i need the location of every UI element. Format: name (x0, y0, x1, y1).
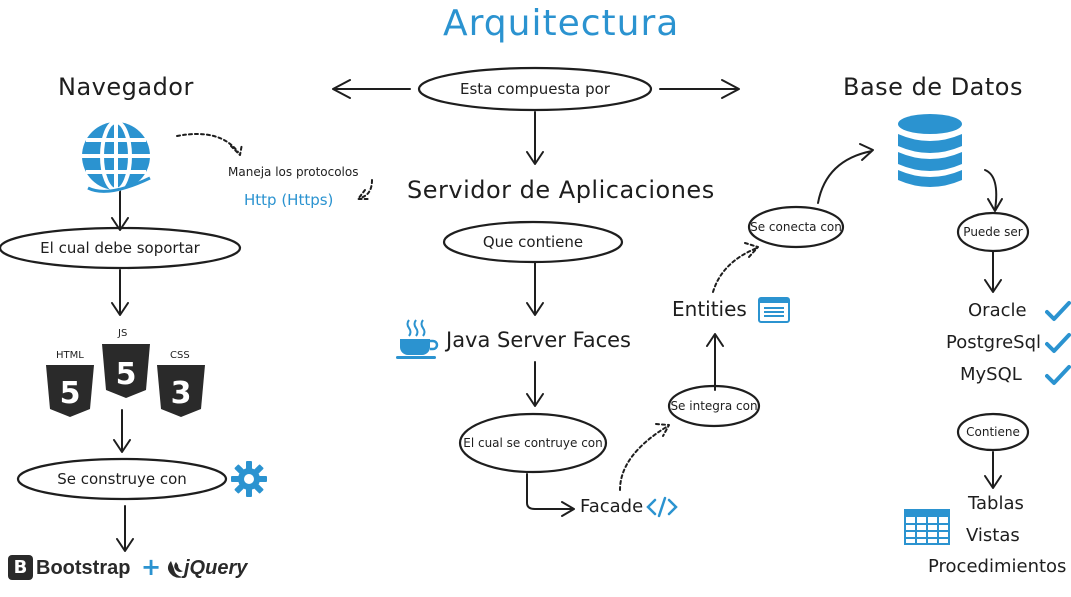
composed-label: Esta compuesta por (460, 80, 610, 98)
arrow-construye-to-libs (116, 505, 134, 552)
server-heading: Servidor de Aplicaciones (407, 176, 715, 204)
jsf-label: Java Server Faces (446, 328, 632, 352)
protocols-label: Maneja los protocolos (228, 165, 359, 179)
arrow-tech-to-construye (113, 409, 131, 453)
js-label: JS (118, 328, 128, 339)
jquery-label: jQuery (184, 557, 248, 579)
list-window-icon (758, 297, 790, 323)
arrow-to-navegador (332, 79, 411, 99)
support-label: El cual debe soportar (40, 239, 200, 257)
built-center-label: El cual se contruye con (463, 436, 603, 450)
jquery-logo-icon (167, 561, 183, 578)
css-label: CSS (170, 350, 190, 361)
globe-icon (82, 120, 151, 193)
contains-label: Que contiene (482, 233, 584, 251)
ellipse-built-left (16, 457, 228, 501)
arrow-entities-to-conecta (712, 242, 759, 293)
bootstrap-logo-icon: B (8, 555, 33, 580)
plus-sign: + (141, 553, 162, 581)
html5-icon: 5 (46, 365, 94, 417)
arrow-contiene-to-jsf (526, 261, 544, 316)
html-glyph: 5 (60, 376, 81, 411)
arrow-to-servidor (526, 111, 544, 165)
css-glyph: 3 (171, 376, 192, 411)
built-left-label: Se construye con (57, 470, 187, 488)
css3-icon: 3 (157, 365, 205, 417)
js-icon: 5 (102, 344, 150, 398)
ellipse-composed (417, 66, 653, 112)
object-vistas: Vistas (966, 525, 1020, 546)
arrow-to-base-de-datos (659, 79, 740, 99)
object-procedimientos: Procedimientos (928, 556, 1067, 577)
database-icon (898, 114, 962, 187)
protocols-value: Http (Https) (244, 191, 334, 209)
integrates-label: Se integra con (670, 399, 758, 413)
gear-icon (231, 461, 267, 497)
arrow-facade-to-integra (619, 423, 670, 491)
arrow-integra-to-entities (706, 333, 724, 391)
db-oracle: Oracle (968, 300, 1027, 321)
db-postgresql: PostgreSql (946, 332, 1042, 353)
arrow-jsf-to-construye (526, 361, 544, 407)
db-mysql: MySQL (960, 364, 1022, 385)
base-de-datos-heading: Base de Datos (843, 73, 1023, 101)
ellipse-built-center (458, 412, 608, 474)
html-label: HTML (56, 350, 84, 361)
page-title: Arquitectura (443, 3, 680, 44)
arrow-globe-to-protocols (176, 133, 243, 156)
coffee-cup-icon (396, 319, 439, 359)
ellipse-contains-db (956, 412, 1030, 452)
object-tablas: Tablas (968, 493, 1024, 514)
facade-label: Facade (580, 496, 644, 517)
arrow-conecta-to-db (817, 143, 874, 204)
connects-label: Se conecta con (750, 220, 842, 234)
arrow-db-to-puede (984, 169, 1003, 212)
code-icon (646, 496, 678, 518)
check-icon (1045, 333, 1071, 353)
arrow-construye-to-facade (526, 473, 575, 517)
ellipse-connects (747, 205, 845, 249)
arrow-puede-to-dbs (984, 251, 1002, 293)
navegador-heading: Navegador (58, 73, 194, 101)
spreadsheet-icon (904, 509, 950, 545)
js-glyph: 5 (116, 357, 137, 392)
arrow-soportar-to-tech (111, 269, 129, 316)
ellipse-contains (442, 220, 624, 264)
arrow-protocols-to-http (357, 179, 373, 200)
entities-label: Entities (672, 297, 747, 321)
ellipse-integrates (667, 384, 761, 428)
ellipse-support (0, 226, 242, 270)
contains-db-label: Contiene (966, 425, 1020, 439)
bootstrap-label: Bootstrap (36, 557, 131, 579)
check-icon (1045, 301, 1071, 321)
can-be-label: Puede ser (963, 225, 1023, 239)
ellipse-can-be (956, 211, 1030, 253)
check-icon (1045, 365, 1071, 385)
arrow-contiene-to-objects (984, 451, 1002, 489)
